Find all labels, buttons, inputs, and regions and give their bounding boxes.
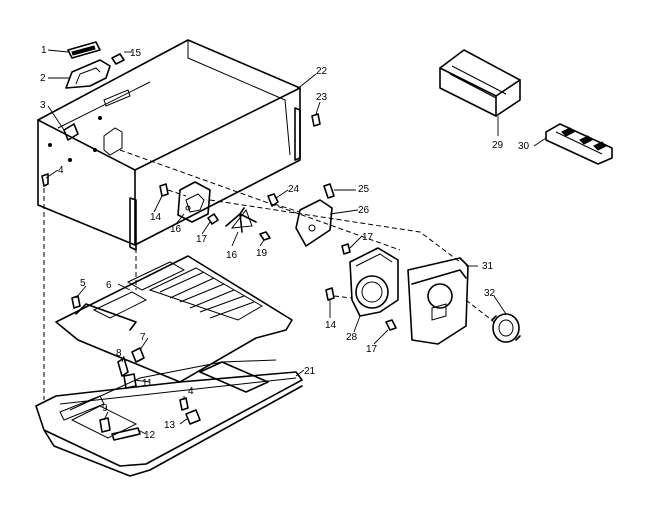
callout-labels: 1 2 3 4 4 5 6 7 8 9 11 12 13 14 14 15 16… xyxy=(40,45,530,441)
part-11 xyxy=(123,373,137,389)
plate-part-1 xyxy=(67,41,101,59)
callout-4-upper: 4 xyxy=(58,165,64,176)
callout-3: 3 xyxy=(40,100,46,111)
callout-31: 31 xyxy=(482,261,494,272)
clip-part-24 xyxy=(267,193,279,207)
callout-1: 1 xyxy=(41,45,47,56)
screw-part-23 xyxy=(311,113,321,127)
motor-part-16 xyxy=(177,181,211,223)
knob-part-3 xyxy=(63,123,79,141)
platform-part-6 xyxy=(55,255,293,383)
cabinet-part-22 xyxy=(37,39,301,251)
screw-part-19 xyxy=(259,231,271,241)
callout-17-left: 17 xyxy=(196,234,208,245)
callout-4-lower: 4 xyxy=(188,386,194,397)
screw-part-17-lower xyxy=(385,319,397,331)
wheel-part-32 xyxy=(491,313,521,343)
screw-part-4-upper xyxy=(41,173,49,187)
part-13 xyxy=(185,409,201,425)
assembly-lines xyxy=(43,149,495,400)
callout-17-lower: 17 xyxy=(366,344,378,355)
part-9 xyxy=(99,417,111,433)
housing-part-31 xyxy=(407,257,469,345)
callout-6: 6 xyxy=(106,280,112,291)
handle-part-2 xyxy=(65,59,111,89)
callout-11: 11 xyxy=(142,378,153,389)
screw-part-5 xyxy=(71,295,81,309)
callout-14-upper: 14 xyxy=(150,212,162,223)
callout-24: 24 xyxy=(288,184,300,195)
screw-part-14-upper xyxy=(159,183,169,197)
callout-30: 30 xyxy=(518,141,530,152)
bracket-part-26 xyxy=(295,199,333,247)
fan-blade-part-18 xyxy=(225,207,257,233)
filter-part-30 xyxy=(545,123,613,165)
screw-part-17-right xyxy=(341,243,351,255)
callout-21: 21 xyxy=(304,366,316,377)
callout-8: 8 xyxy=(116,348,122,359)
screw-part-14-lower xyxy=(325,287,335,301)
shroud-part-28 xyxy=(349,247,399,317)
callout-15: 15 xyxy=(130,48,142,59)
callout-28: 28 xyxy=(346,332,358,343)
bracket-part-7 xyxy=(131,347,145,363)
bracket-part-8 xyxy=(117,357,129,377)
clip-part-25 xyxy=(323,183,335,199)
callout-23: 23 xyxy=(316,92,328,103)
callout-32: 32 xyxy=(484,288,496,299)
screw-part-17-left xyxy=(207,213,219,225)
callout-26: 26 xyxy=(358,205,370,216)
base-pan-part-21 xyxy=(35,359,303,477)
callout-9: 9 xyxy=(102,403,108,414)
callout-19: 19 xyxy=(256,248,268,259)
filter-frame-part-29 xyxy=(439,49,521,117)
callout-5: 5 xyxy=(80,278,86,289)
leader-lines xyxy=(45,49,547,435)
callout-14-lower: 14 xyxy=(325,320,337,331)
callout-16-upper: 16 xyxy=(170,224,182,235)
callout-17-right: 17 xyxy=(362,232,374,243)
callout-12: 12 xyxy=(144,430,156,441)
callout-2: 2 xyxy=(40,73,46,84)
callout-22: 22 xyxy=(316,66,328,77)
part-12 xyxy=(111,427,141,441)
clip-part-15 xyxy=(111,53,125,65)
callout-16-lower: 16 xyxy=(226,250,238,261)
callout-7: 7 xyxy=(140,332,146,343)
callout-13: 13 xyxy=(164,420,176,431)
callout-29: 29 xyxy=(492,140,504,151)
callout-25: 25 xyxy=(358,184,370,195)
